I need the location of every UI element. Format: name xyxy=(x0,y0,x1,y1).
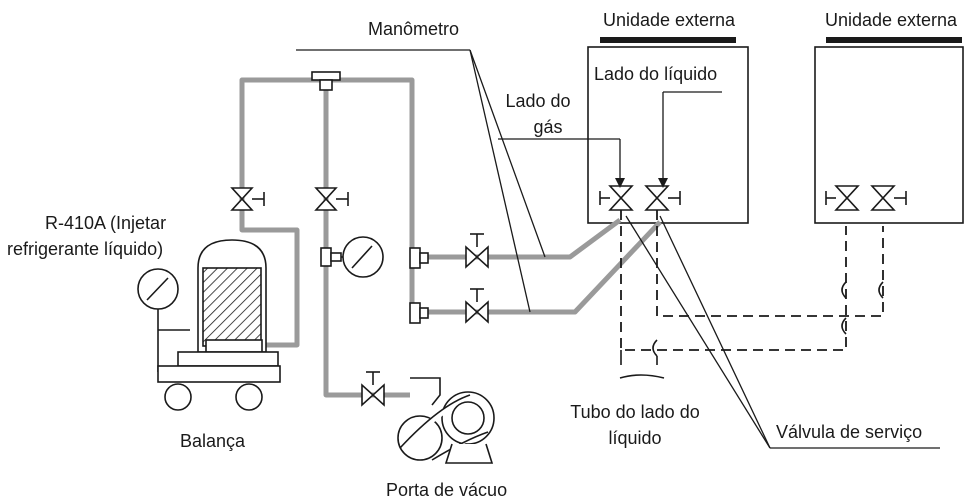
scale xyxy=(157,329,281,411)
field-piping-dashed xyxy=(620,210,884,351)
outdoor-unit-1 xyxy=(587,37,749,224)
label-refrigerant-line1: R-410A (Injetar xyxy=(45,213,167,233)
label-liquid-pipe-line2: líquido xyxy=(608,428,662,448)
outdoor-unit-2 xyxy=(814,37,964,224)
hose-fittings xyxy=(320,247,429,324)
vacuum-pump xyxy=(397,377,495,464)
leader-lines xyxy=(296,49,940,449)
label-outdoor-unit-2: Unidade externa xyxy=(824,10,958,30)
label-gas-side-line1: Lado do xyxy=(505,91,571,111)
label-service-valve: Válvula de serviço xyxy=(776,422,923,442)
valve-center xyxy=(314,187,349,211)
arrowheads xyxy=(615,178,668,188)
label-gas-side-line2: gás xyxy=(533,117,563,137)
service-valves-unit2 xyxy=(825,185,907,211)
label-refrigerant-line2: refrigerante líquido) xyxy=(7,239,164,259)
valve-vacuum xyxy=(361,371,385,407)
gauge-cylinder xyxy=(137,268,179,330)
label-vacuum-port: Porta de vácuo xyxy=(386,480,508,500)
valve-liquid-hose xyxy=(465,288,489,324)
label-liquid-side: Lado do líquido xyxy=(594,64,718,84)
service-valves-unit1 xyxy=(599,185,681,211)
manifold-tee xyxy=(311,71,341,91)
refrigerant-cylinder xyxy=(197,239,267,353)
valve-gas-hose xyxy=(465,233,489,269)
label-outdoor-unit-1: Unidade externa xyxy=(602,10,736,30)
pipe-crossovers xyxy=(619,281,884,379)
label-manometer: Manômetro xyxy=(368,19,460,39)
gauge-center xyxy=(341,236,384,278)
label-liquid-pipe-line1: Tubo do lado do xyxy=(570,402,700,422)
valve-left xyxy=(230,187,265,211)
label-scale: Balança xyxy=(180,431,246,451)
